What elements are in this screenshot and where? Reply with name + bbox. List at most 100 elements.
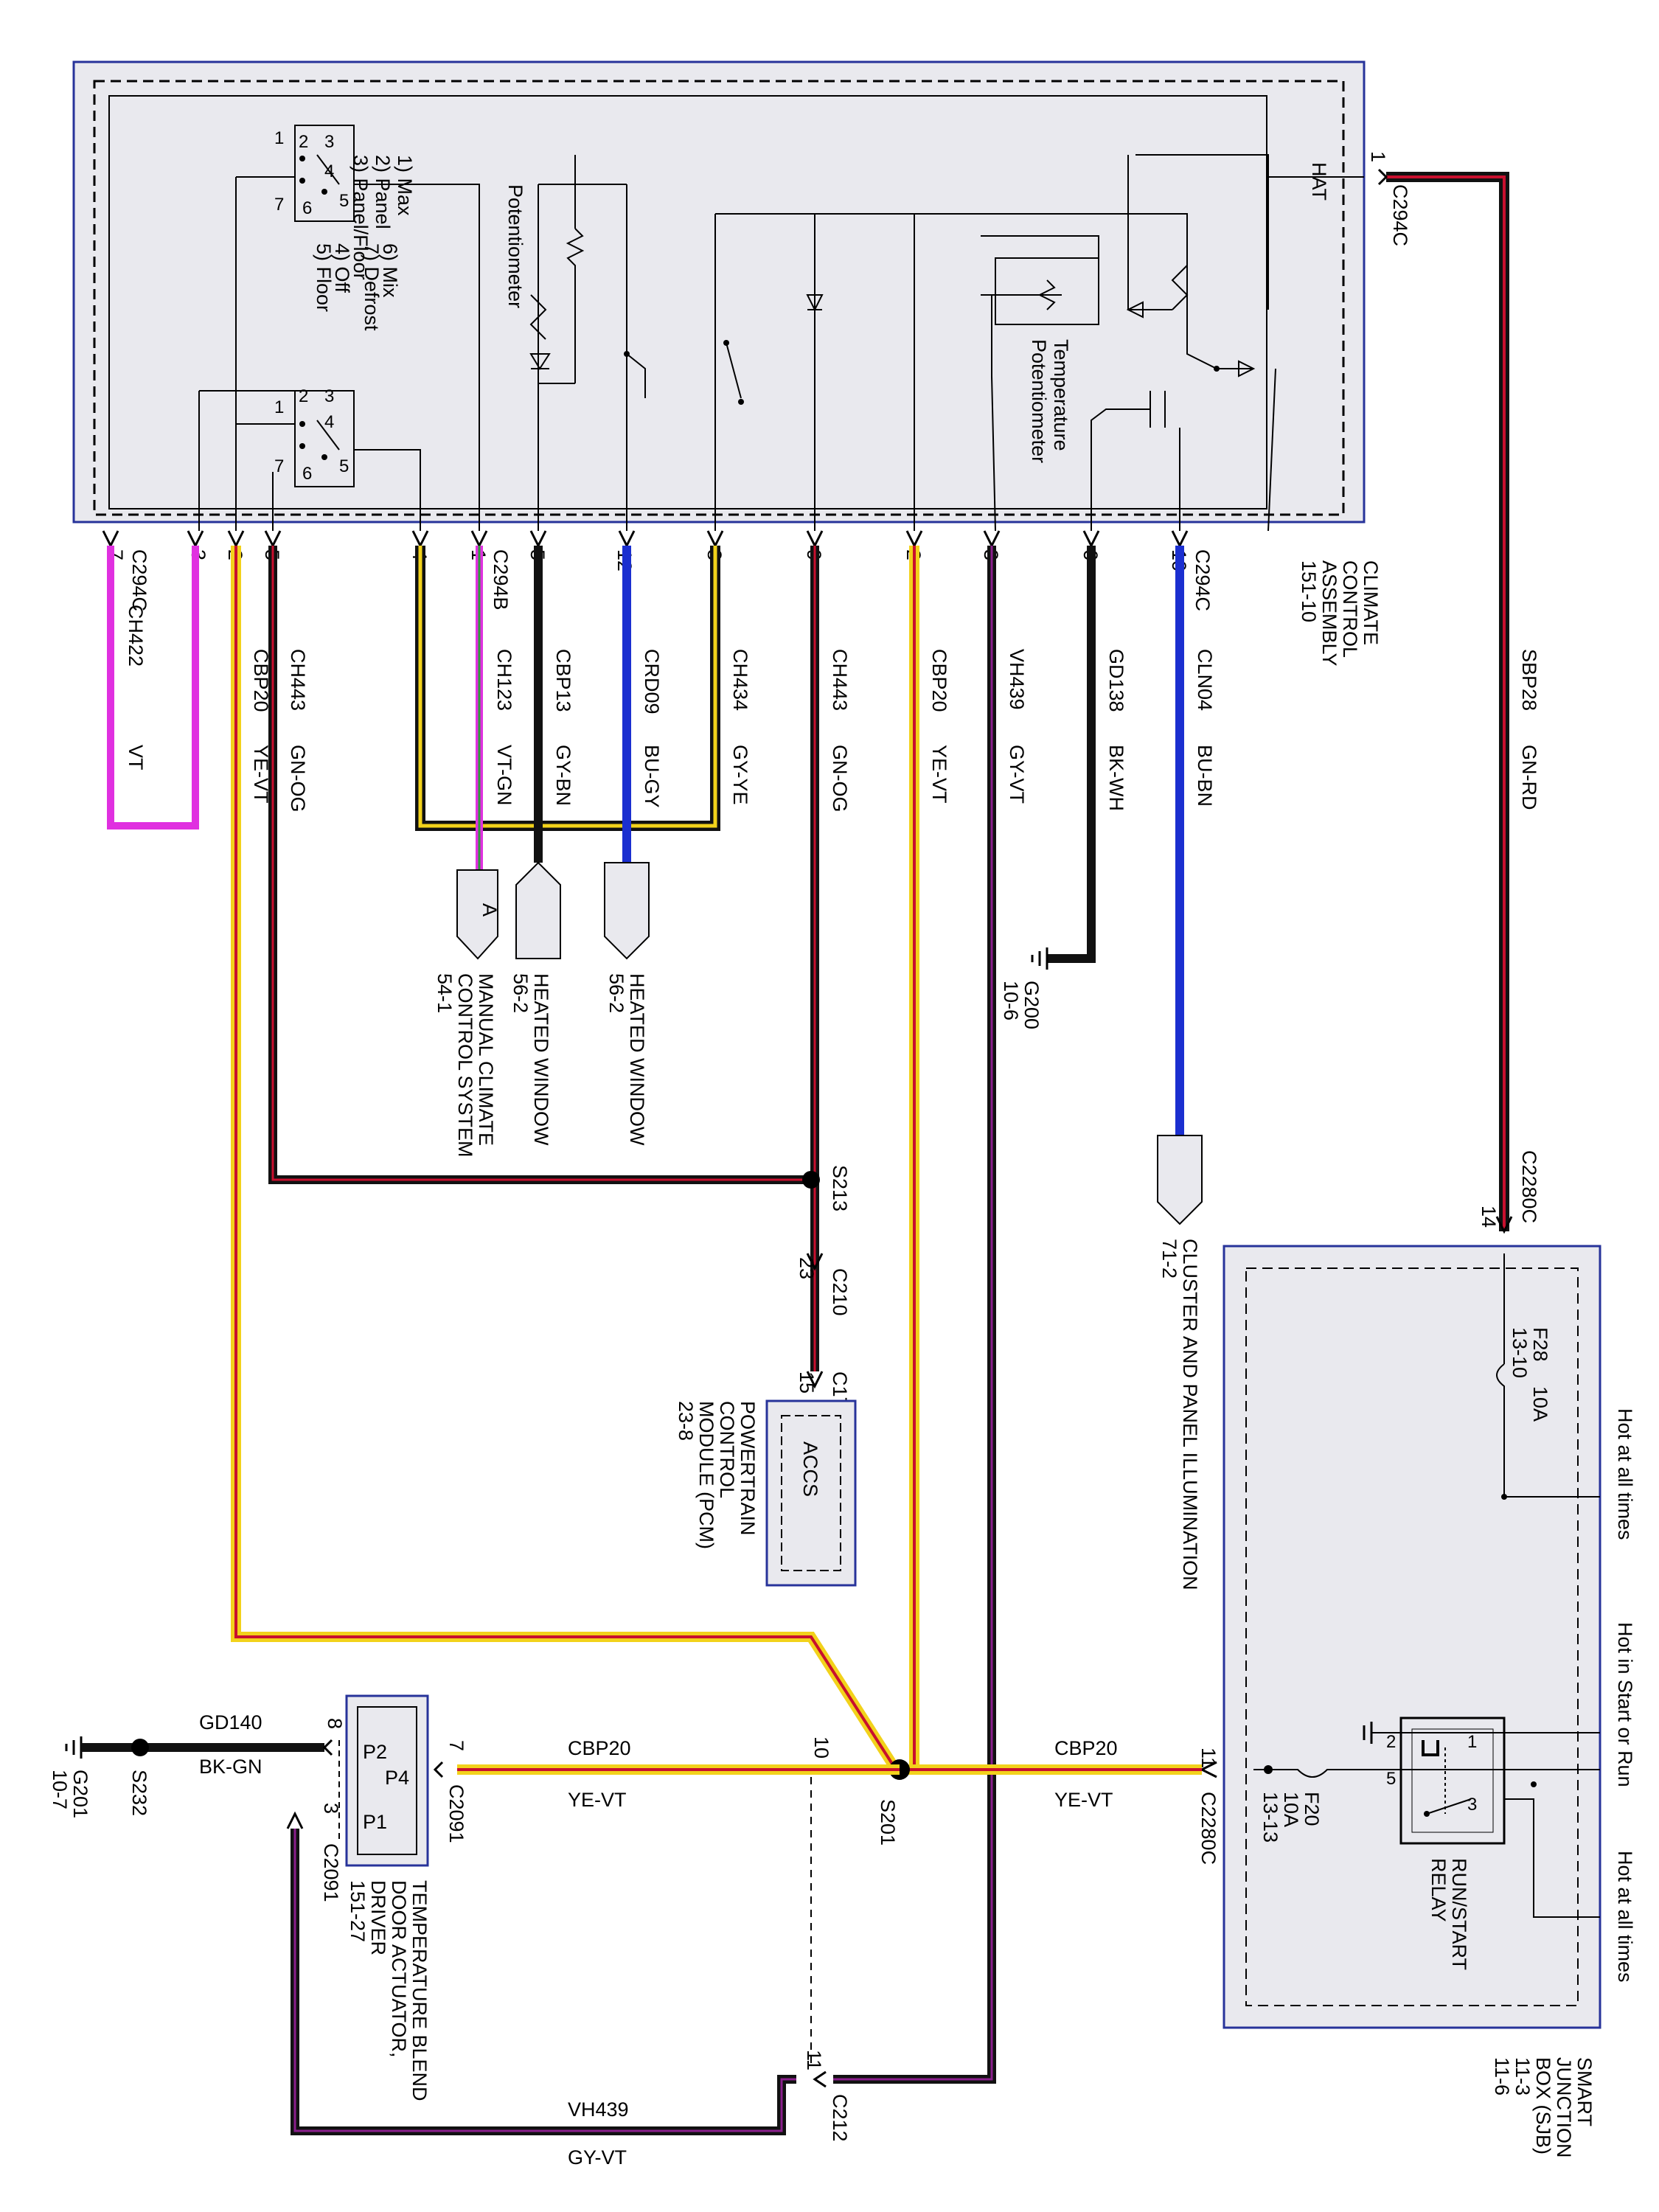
svg-text:10-7: 10-7	[49, 1770, 71, 1809]
switch-a-pin-3: 3	[324, 132, 334, 152]
wire-ch443-left: CH443 GN-OG	[268, 546, 811, 1184]
svg-text:CLN04: CLN04	[1194, 649, 1216, 711]
splice-s213: S213	[802, 1165, 851, 1211]
svg-text:13-10: 13-10	[1509, 1327, 1531, 1378]
temperature-potentiometer: Temperature Potentiometer	[981, 235, 1099, 532]
svg-text:11-6: 11-6	[1491, 2057, 1513, 2096]
svg-text:CBP20: CBP20	[568, 1737, 631, 1759]
switch-b-pin-7: 7	[274, 456, 284, 476]
svg-text:15: 15	[796, 1371, 818, 1394]
svg-text:23: 23	[796, 1257, 818, 1279]
svg-text:CBP20: CBP20	[928, 649, 950, 712]
svg-text:2: 2	[1386, 1732, 1396, 1752]
mode-legend: 1) Max 2) Panel 3) Panel/Floor 4) Off 5)…	[313, 155, 416, 331]
pcm-module: ACCS POWERTRAIN CONTROL MODULE (PCM) 23-…	[675, 1399, 857, 1587]
connector-c2280c-14: 14 C2280C	[1478, 1150, 1540, 1234]
ground-g200: G200 10-6	[1000, 947, 1048, 1029]
ground-g201: G201 10-7	[49, 1736, 140, 1818]
svg-text:CH443: CH443	[287, 649, 309, 711]
svg-text:BK-GN: BK-GN	[199, 1756, 262, 1778]
svg-text:VH439: VH439	[1006, 649, 1028, 710]
flag-heated-window-1: HEATED WINDOW 56-2	[509, 861, 561, 1146]
svg-text:GN-RD: GN-RD	[1518, 745, 1540, 810]
svg-text:C2280C: C2280C	[1518, 1150, 1540, 1223]
legend-3: 3) Panel/Floor	[349, 155, 372, 280]
svg-text:YE-VT: YE-VT	[568, 1789, 627, 1811]
svg-text:10A: 10A	[1529, 1386, 1551, 1422]
wire-vh439-bottom: VH439 GY-VT	[291, 1829, 796, 2168]
svg-text:P2: P2	[363, 1741, 387, 1763]
svg-text:5: 5	[1386, 1769, 1396, 1789]
legend-4: 4) Off	[331, 243, 353, 293]
wire-ch434-label: CH434 GY-YE	[729, 649, 751, 805]
legend-5: 5) Floor	[313, 243, 335, 312]
switch-a-pin-1: 1	[274, 128, 284, 148]
switch-a-pin-7: 7	[274, 195, 284, 215]
svg-text:F28: F28	[1529, 1327, 1551, 1362]
svg-text:56-2: 56-2	[509, 973, 532, 1013]
svg-text:C210: C210	[829, 1268, 851, 1316]
wire-sbp28: SBP28 GN-RD	[1386, 172, 1540, 1231]
svg-text:Hot at all times: Hot at all times	[1614, 1408, 1636, 1540]
wire-cbp20-to-actuator: CBP20 YE-VT 10	[457, 1736, 900, 2065]
temp-pot-label-2: Potentiometer	[1028, 339, 1050, 463]
climate-module-title: CLIMATE CONTROL ASSEMBLY 151-10	[1298, 560, 1382, 667]
connector-c210: 23 C210	[796, 1253, 851, 1316]
svg-text:GD140: GD140	[199, 1711, 262, 1733]
svg-text:CBP13: CBP13	[552, 649, 574, 712]
svg-text:DOOR ACTUATOR,: DOOR ACTUATOR,	[388, 1880, 410, 2058]
pcm-accs-label: ACCS	[799, 1441, 821, 1497]
flag-heated-window-2: HEATED WINDOW 56-2	[604, 862, 650, 1146]
switch-b-pin-1: 1	[274, 397, 284, 417]
svg-text:S201: S201	[877, 1799, 899, 1846]
svg-text:1: 1	[1367, 151, 1389, 162]
wire-ch443-right: CH443 GN-OG	[810, 546, 851, 1371]
svg-text:11-3: 11-3	[1512, 2057, 1534, 2096]
svg-text:VH439: VH439	[568, 2098, 629, 2121]
connector-c2280c-11: 11 C2280C	[1197, 1747, 1220, 1865]
svg-text:POWERTRAIN: POWERTRAIN	[737, 1401, 759, 1536]
conn-c294b: C294B	[490, 549, 512, 611]
svg-text:JUNCTION: JUNCTION	[1553, 2057, 1575, 2158]
svg-text:VT-GN: VT-GN	[493, 745, 515, 806]
wire-cbp20-center: CBP20 YE-VT	[909, 546, 950, 1770]
connector-actuator-8: 8	[322, 1718, 346, 1756]
svg-text:Hot in Start or Run: Hot in Start or Run	[1614, 1622, 1636, 1787]
svg-text:P1: P1	[363, 1811, 387, 1833]
svg-text:CH422: CH422	[125, 605, 147, 667]
wire-ch123: CH123 VT-GN	[476, 546, 515, 870]
switch-a-pin-6: 6	[302, 198, 312, 218]
svg-text:HEATED WINDOW: HEATED WINDOW	[530, 973, 552, 1146]
svg-text:14: 14	[1478, 1206, 1500, 1228]
svg-text:HEATED WINDOW: HEATED WINDOW	[626, 973, 648, 1146]
switch-b-pin-4: 4	[324, 412, 334, 432]
svg-text:TEMPERATURE BLEND: TEMPERATURE BLEND	[408, 1880, 431, 2101]
svg-text:10-6: 10-6	[1000, 981, 1022, 1020]
connector-c294c-hat: 1 C294C	[1367, 151, 1411, 246]
svg-text:G200: G200	[1020, 981, 1043, 1029]
svg-text:C212: C212	[829, 2094, 851, 2142]
legend-7: 7) Defrost	[361, 243, 383, 331]
svg-text:VT: VT	[125, 745, 147, 771]
svg-text:S232: S232	[128, 1770, 150, 1816]
svg-text:CLIMATE: CLIMATE	[1360, 560, 1382, 645]
svg-text:CH434: CH434	[729, 649, 751, 711]
svg-text:GN-OG: GN-OG	[829, 745, 851, 813]
connector-c2091-3: 3 C2091	[286, 1803, 342, 1902]
svg-text:GY-VT: GY-VT	[1006, 745, 1028, 804]
svg-text:54-1: 54-1	[434, 973, 456, 1013]
wire-cln04: CLN04 BU-BN	[1175, 546, 1216, 1135]
svg-text:RUN/START: RUN/START	[1448, 1858, 1470, 1970]
svg-text:1: 1	[1467, 1732, 1477, 1752]
svg-text:C2091: C2091	[445, 1784, 467, 1843]
mode-switch-a: 1 2 3 4 5 6 7	[274, 125, 355, 222]
svg-text:GY-YE: GY-YE	[729, 745, 751, 805]
climate-module-inner-border	[93, 80, 1345, 516]
svg-text:ASSEMBLY: ASSEMBLY	[1318, 560, 1340, 667]
svg-text:11: 11	[803, 2050, 825, 2070]
wire-gd138: GD138 BK-WH	[1047, 546, 1127, 963]
svg-text:BOX (SJB): BOX (SJB)	[1532, 2057, 1554, 2154]
potentiometer-label: Potentiometer	[504, 184, 526, 308]
switch-b-pin-2: 2	[299, 386, 308, 406]
svg-text:A: A	[479, 903, 501, 917]
